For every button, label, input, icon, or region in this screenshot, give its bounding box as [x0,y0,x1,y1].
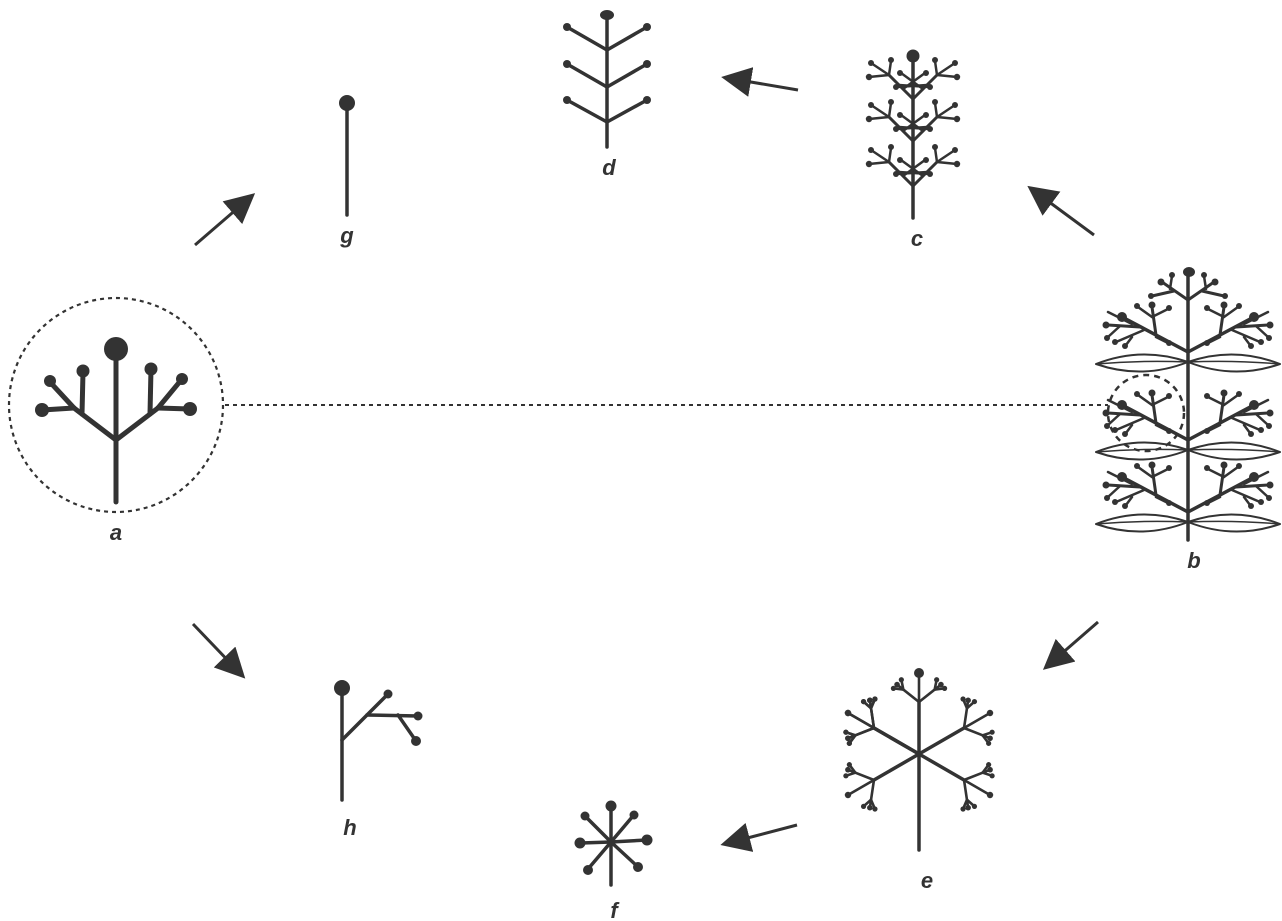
arrow-e-to-f [732,825,797,842]
label-f: f [610,898,620,921]
figure-e [843,668,994,850]
label-a: a [110,520,122,545]
arrow-c-to-d [733,79,798,90]
figure-c [866,50,960,219]
arrow-a-to-g [195,201,246,245]
arrow-b-to-c [1037,193,1094,235]
figure-b [1096,267,1280,540]
label-e: e [921,868,933,893]
label-h: h [343,815,356,840]
figure-g [339,95,355,215]
label-d: d [602,155,616,180]
arrow-a-to-h [193,624,237,670]
arrow-b-to-e [1052,622,1098,662]
figure-f [575,801,653,886]
label-c: c [911,226,923,251]
figure-a [9,298,223,512]
figure-h [334,680,423,800]
label-g: g [339,223,354,248]
figure-d [563,10,651,147]
label-b: b [1187,548,1200,573]
